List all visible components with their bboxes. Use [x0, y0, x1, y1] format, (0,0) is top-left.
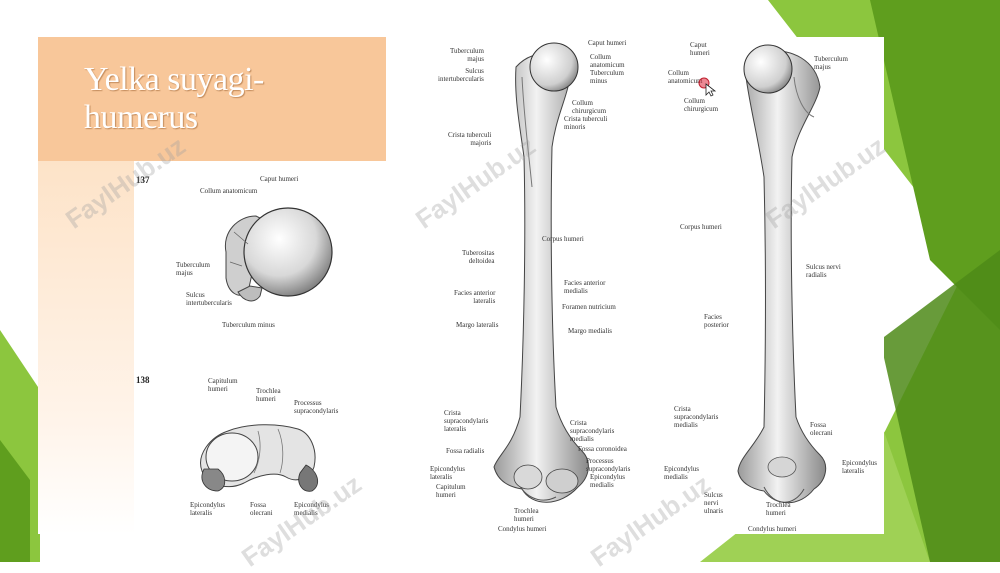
fig137-label-tub-major: Tuberculum majus: [176, 261, 210, 277]
ant-label-crista-major: Crista tuberculi majoris: [448, 131, 492, 147]
anterior-view-humerus: [486, 37, 596, 532]
figure-137-number: 137: [136, 175, 150, 185]
ant-label-epi-lat: Epicondylus lateralis: [430, 465, 465, 481]
post-label-epi-med: Epicondylus medialis: [664, 465, 699, 481]
fig138-label-fossa: Fossa olecrani: [250, 501, 273, 517]
ant-label-trochlea: Trochlea humeri: [514, 507, 539, 523]
post-label-condylus: Condylus humeri: [748, 525, 797, 533]
title-box: Yelka suyagi- humerus: [38, 37, 386, 161]
ant-label-caput: Caput humeri: [588, 39, 627, 47]
post-label-facies-post: Facies posterior: [704, 313, 729, 329]
ant-label-crista-supra-lat: Crista supracondylaris lateralis: [444, 409, 489, 433]
post-label-sulcus-nervi: Sulcus nervi radialis: [806, 263, 841, 279]
post-label-caput: Caput humeri: [690, 41, 710, 57]
post-label-collum-chir: Collum chirurgicum: [684, 97, 719, 113]
pointer-highlight-icon: [698, 77, 718, 102]
post-label-corpus: Corpus humeri: [680, 223, 722, 231]
fig137-label-sulcus: Sulcus intertubercularis: [186, 291, 232, 307]
ant-label-collum-chir: Collum chirurgicum: [572, 99, 607, 115]
ant-label-collum-anat: Collum anatomicum: [590, 53, 625, 69]
slide-title-line-1: Yelka suyagi-: [84, 61, 264, 98]
ant-label-crista-supra-med: Crista supracondylaris medialis: [570, 419, 615, 443]
ant-label-condylus: Condylus humeri: [498, 525, 547, 533]
ant-label-capitulum: Capitulum humeri: [436, 483, 466, 499]
ant-label-tub-deltoid: Tuberositas deltoidea: [462, 249, 495, 265]
ant-label-sulcus: Sulcus intertubercularis: [438, 67, 484, 83]
ant-label-tub-majus: Tuberculum majus: [450, 47, 484, 63]
ant-label-processus: Processus supracondylaris: [586, 457, 631, 473]
fig137-label-caput: Caput humeri: [260, 175, 299, 183]
posterior-view-humerus: [724, 37, 834, 532]
fig137-label-collum: Collum anatomicum: [200, 187, 258, 195]
fig138-label-trochlea: Trochlea humeri: [256, 387, 281, 403]
fig138-label-processus: Processus supracondylaris: [294, 399, 339, 415]
ant-label-margo-lat: Margo lateralis: [456, 321, 499, 329]
ant-label-fossa-radialis: Fossa radialis: [446, 447, 485, 455]
post-label-fossa-olecrani: Fossa olecrani: [810, 421, 833, 437]
fig138-label-epi-lat: Epicondylus lateralis: [190, 501, 225, 517]
post-label-sulcus-ulnaris: Sulcus nervi ulnaris: [704, 491, 724, 515]
post-label-trochlea: Trochlea humeri: [766, 501, 791, 517]
fig137-label-tub-minor: Tuberculum minus: [222, 321, 275, 329]
fig138-label-capitulum: Capitulum humeri: [208, 377, 238, 393]
post-label-collum-anat: Collum anatomicum: [668, 69, 703, 85]
ant-label-fossa-coronoidea: Fossa coronoidea: [578, 445, 627, 453]
ant-label-facies-ant-med: Facies anterior medialis: [564, 279, 606, 295]
post-label-tub-majus: Tuberculum majus: [814, 55, 848, 71]
fig138-label-epi-med: Epicondylus medialis: [294, 501, 329, 517]
slide-content-area: Yelka suyagi- humerus 137 Collum anatomi…: [38, 37, 884, 534]
figure-138-number: 138: [136, 375, 150, 385]
figure-138-humerus-distal: [188, 409, 338, 499]
ant-label-margo-med: Margo medialis: [568, 327, 613, 335]
ant-label-crista-minor: Crista tuberculi minoris: [564, 115, 608, 131]
left-gradient-strip: [38, 161, 134, 534]
slide-title: Yelka suyagi- humerus: [84, 61, 264, 137]
ant-label-corpus: Corpus humeri: [542, 235, 584, 243]
ant-label-foramen: Foramen nutricium: [562, 303, 616, 311]
post-label-crista-supra-med: Crista supracondylaris medialis: [674, 405, 719, 429]
ant-label-facies-ant-lat: Facies anterior lateralis: [454, 289, 496, 305]
post-label-epi-lat: Epicondylus lateralis: [842, 459, 877, 475]
ant-label-epi-med: Epicondylus medialis: [590, 473, 625, 489]
slide-title-line-2: humerus: [84, 99, 198, 136]
figure-137-humerus-head: [208, 192, 348, 332]
ant-label-tub-minus: Tuberculum minus: [590, 69, 624, 85]
